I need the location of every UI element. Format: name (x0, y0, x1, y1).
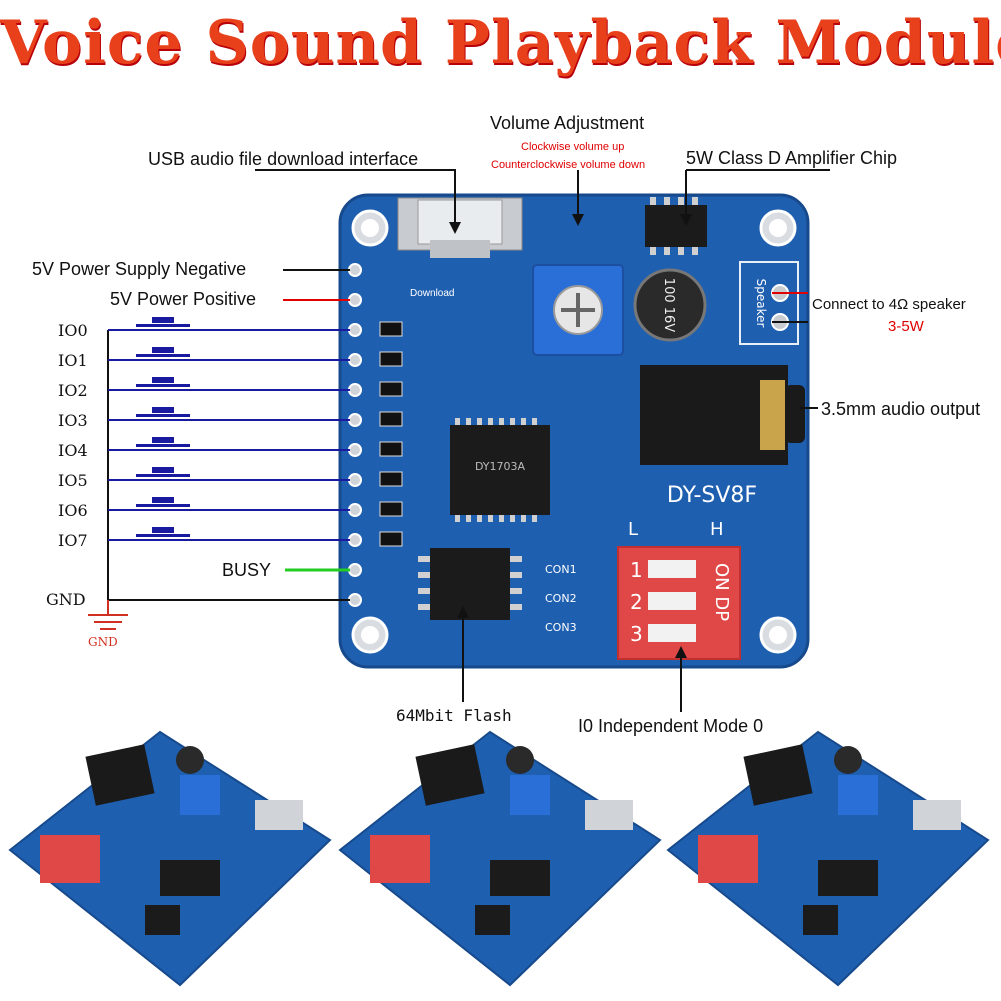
con3-label: CON3 (545, 621, 577, 634)
main-board: 100 16V Speaker DY1703A (338, 193, 810, 669)
gnd-symbol-label: GND (88, 635, 118, 649)
product-photo-2 (338, 730, 662, 987)
power-negative-label: 5V Power Supply Negative (32, 259, 247, 279)
io4-label: IO4 (58, 441, 88, 460)
volume-up-note: Clockwise volume up (521, 141, 625, 153)
mode-label: I0 Independent Mode 0 (578, 716, 764, 736)
dip-num-1: 1 (630, 558, 643, 582)
gnd-label: GND (46, 590, 86, 609)
dip-high-label: H (710, 519, 724, 540)
con2-label: CON2 (545, 592, 577, 605)
volume-adjustment-label: Volume Adjustment (490, 113, 645, 133)
download-silk: Download (410, 288, 455, 299)
arrowheads (449, 214, 692, 658)
product-photo-1 (8, 730, 332, 987)
product-photo-3 (666, 730, 990, 987)
speaker-power-label: 3-5W (888, 318, 924, 335)
dip-num-2: 2 (630, 590, 643, 614)
amp-label: 5W Class D Amplifier Chip (686, 148, 898, 168)
io-wires (108, 329, 350, 541)
speaker-silk: Speaker (754, 279, 768, 328)
power-positive-label: 5V Power Positive (110, 289, 257, 309)
io3-label: IO3 (58, 411, 88, 430)
dip-low-label: L (628, 519, 638, 540)
io-buttons (136, 317, 190, 537)
io7-label: IO7 (58, 531, 88, 550)
capacitor-text: 100 16V (661, 278, 676, 332)
model-silk: DY-SV8F (667, 483, 757, 508)
chip-text: DY1703A (475, 460, 526, 473)
speaker-label: Connect to 4Ω speaker (812, 296, 966, 313)
io0-label: IO0 (58, 321, 88, 340)
io1-label: IO1 (58, 351, 88, 370)
volume-down-note: Counterclockwise volume down (491, 159, 646, 171)
page-title: Voice Sound Playback Module (0, 8, 1001, 78)
audio-output-label: 3.5mm audio output (821, 399, 981, 419)
busy-label: BUSY (222, 560, 272, 580)
io6-label: IO6 (58, 501, 88, 520)
wires (88, 169, 830, 712)
con1-label: CON1 (545, 563, 577, 576)
dip-num-3: 3 (630, 622, 643, 646)
dip-on-label: ON DP (711, 563, 732, 621)
io5-label: IO5 (58, 471, 88, 490)
io2-label: IO2 (58, 381, 88, 400)
flash-label: 64Mbit Flash (396, 706, 512, 725)
usb-label: USB audio file download interface (148, 149, 419, 169)
